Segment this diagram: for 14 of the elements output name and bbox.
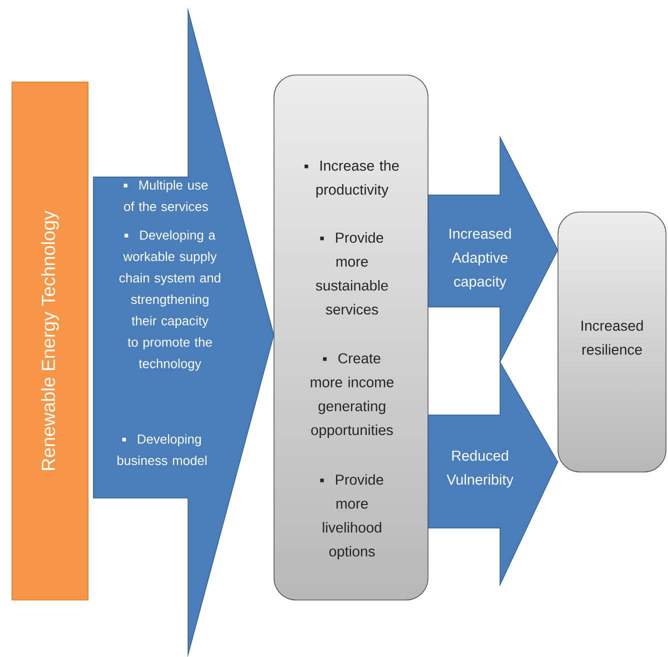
bullet-item: Increase the productivity bbox=[304, 160, 399, 198]
bullet-item: Create more income generating opportunities bbox=[310, 353, 394, 438]
bullet-item: Provide more livelihood options bbox=[320, 474, 384, 560]
edge-label: Increased Adaptive capacity bbox=[450, 228, 511, 290]
bullet-item: Provide more sustainable services bbox=[316, 232, 388, 315]
vertical-bar: Renewable Energy Technology bbox=[12, 82, 88, 600]
edge-label: Reduced Vulneribity bbox=[446, 450, 514, 488]
bullet-item: Developing business model bbox=[117, 434, 206, 466]
bullet-item: Multiple use of the services bbox=[124, 180, 208, 212]
block-arrow bbox=[428, 360, 558, 587]
block-arrow bbox=[428, 136, 558, 364]
box-label: Increased resilience bbox=[582, 320, 643, 355]
bullet-item: Developing a workable supply chain system and strengthening their capacity to promote the technology bbox=[119, 230, 220, 371]
block-arrow bbox=[93, 7, 274, 657]
